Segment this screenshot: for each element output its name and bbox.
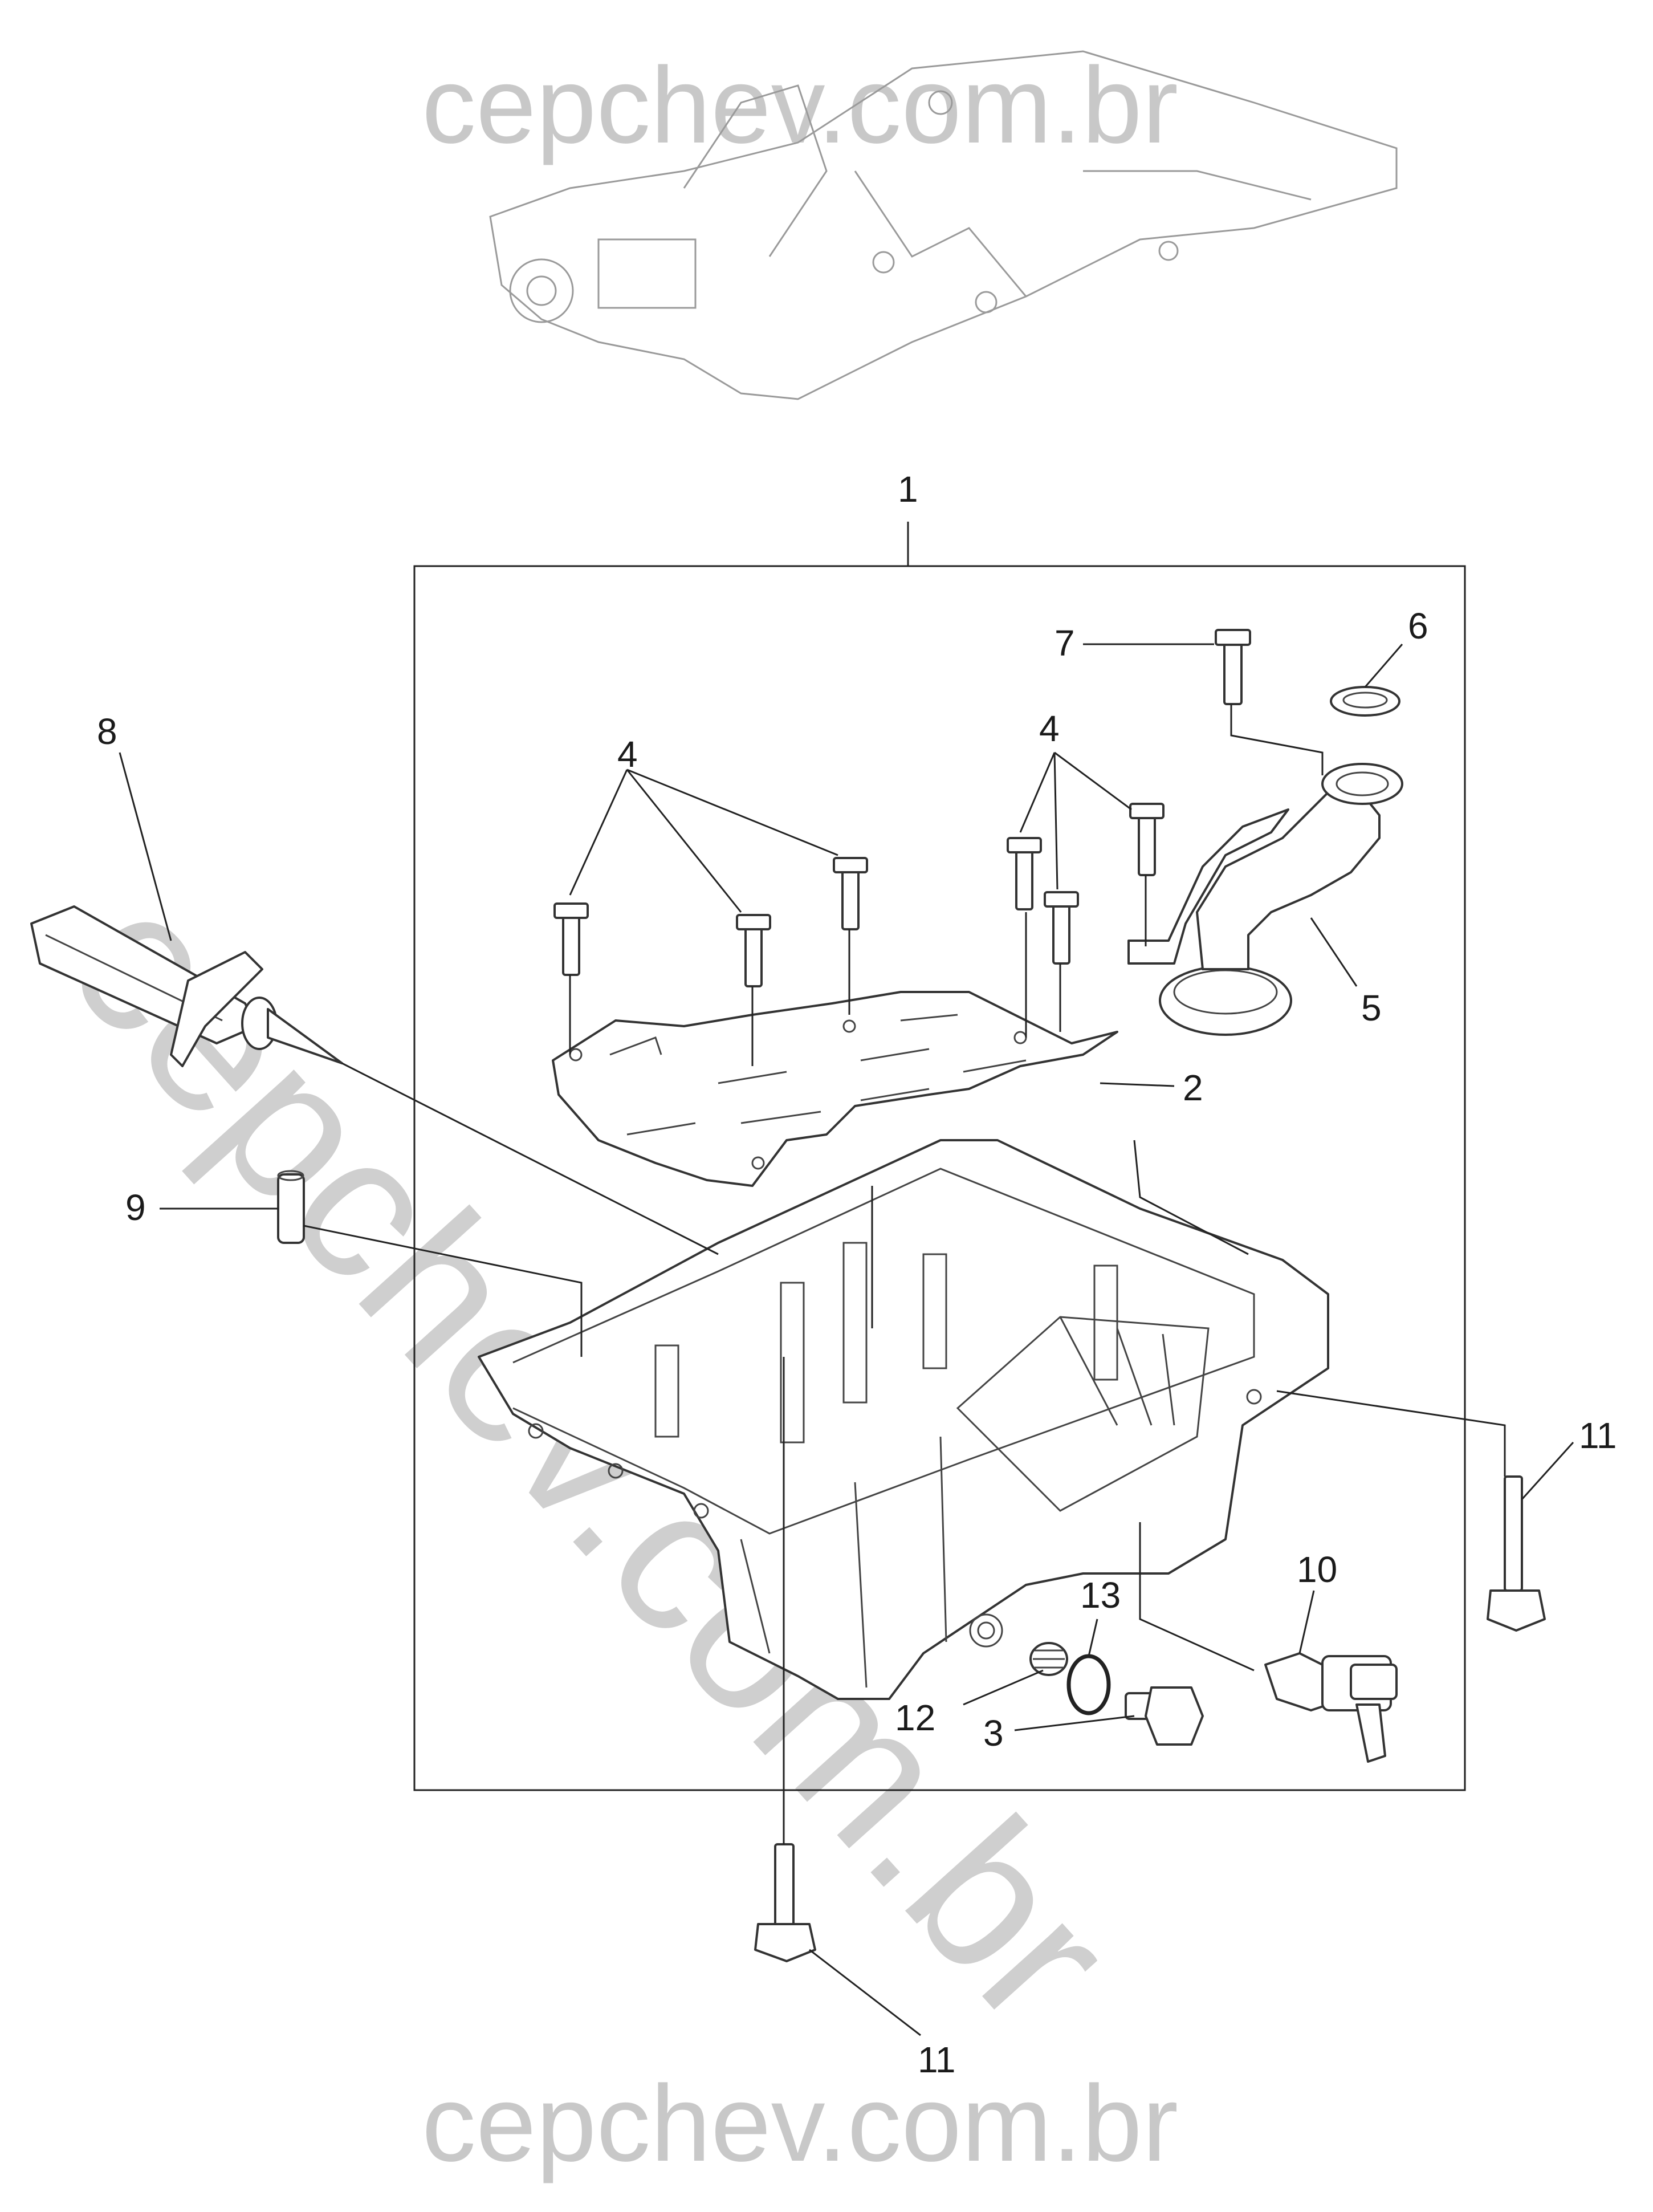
thread-insert bbox=[1029, 1642, 1068, 1676]
callout-10: 10 bbox=[1297, 1549, 1337, 1590]
callout-6: 6 bbox=[1408, 605, 1428, 646]
oil-level-sensor bbox=[1264, 1652, 1398, 1763]
callout-4-right: 4 bbox=[1039, 708, 1060, 749]
callout-12: 12 bbox=[895, 1697, 935, 1738]
engine-block-drawing bbox=[489, 50, 1398, 400]
callout-2: 2 bbox=[1183, 1067, 1203, 1108]
watermark-bottom: cepchev.com.br bbox=[422, 2063, 1179, 2184]
callout-3: 3 bbox=[983, 1713, 1004, 1754]
callout-7: 7 bbox=[1054, 623, 1075, 664]
baffle-bolts bbox=[553, 803, 1165, 987]
callout-11-right: 11 bbox=[1579, 1415, 1617, 1456]
leader-lines bbox=[119, 522, 1574, 2036]
pickup-seal-ring bbox=[1330, 686, 1400, 717]
callout-1: 1 bbox=[898, 469, 918, 510]
assembly-1-frame bbox=[413, 565, 1466, 1791]
callout-5: 5 bbox=[1361, 987, 1382, 1028]
dowel-pin bbox=[277, 1170, 305, 1244]
pan-bolt-right bbox=[1487, 1475, 1546, 1632]
oil-baffle-plate bbox=[552, 991, 1118, 1187]
callout-8: 8 bbox=[97, 711, 117, 752]
oil-pickup-tube bbox=[1127, 763, 1403, 1036]
callout-labels: 1 2 3 4 4 5 6 7 8 9 10 11 11 12 13 bbox=[97, 469, 1617, 2080]
callout-4-left: 4 bbox=[617, 734, 638, 775]
pickup-tube-bolt bbox=[1215, 629, 1251, 705]
drain-plug bbox=[1125, 1686, 1204, 1746]
pan-bolt-bottom bbox=[754, 1843, 816, 1962]
drain-plug-o-ring bbox=[1066, 1654, 1111, 1715]
callout-11-bottom: 11 bbox=[918, 2039, 955, 2080]
oil-pan bbox=[478, 1139, 1329, 1700]
sealant-tube bbox=[30, 905, 343, 1067]
callout-9: 9 bbox=[125, 1187, 146, 1228]
callout-13: 13 bbox=[1080, 1575, 1121, 1616]
